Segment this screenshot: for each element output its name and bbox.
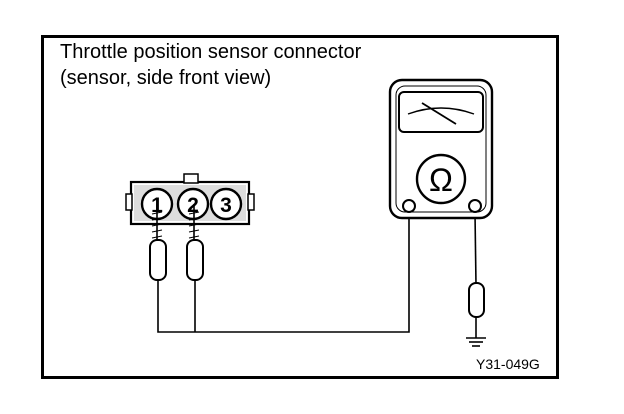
meter-needle xyxy=(421,102,457,125)
probe-2 xyxy=(186,204,204,281)
sensor-connector: 1 2 3 xyxy=(125,173,255,226)
meter-lead-2 xyxy=(474,212,477,286)
ohmmeter-icon: Ω xyxy=(388,78,494,220)
probe-1 xyxy=(149,204,167,281)
meter-terminal-left xyxy=(402,199,416,213)
meter-terminal-right xyxy=(468,199,482,213)
diagram-title: Throttle position sensor connector xyxy=(60,41,362,63)
ohm-symbol: Ω xyxy=(429,162,453,198)
wiring xyxy=(157,212,477,338)
terminal-label-3: 3 xyxy=(220,194,232,217)
terminal-2: 2 xyxy=(176,187,210,221)
terminal-3: 3 xyxy=(209,187,243,221)
probe-lead-1 xyxy=(157,213,410,333)
ground-probe xyxy=(468,282,485,318)
figure-reference-code: Y31-049G xyxy=(476,356,540,372)
diagram-subtitle: (sensor, side front view) xyxy=(60,67,272,89)
terminal-label-2: 2 xyxy=(187,194,199,217)
ground-icon xyxy=(466,337,486,347)
